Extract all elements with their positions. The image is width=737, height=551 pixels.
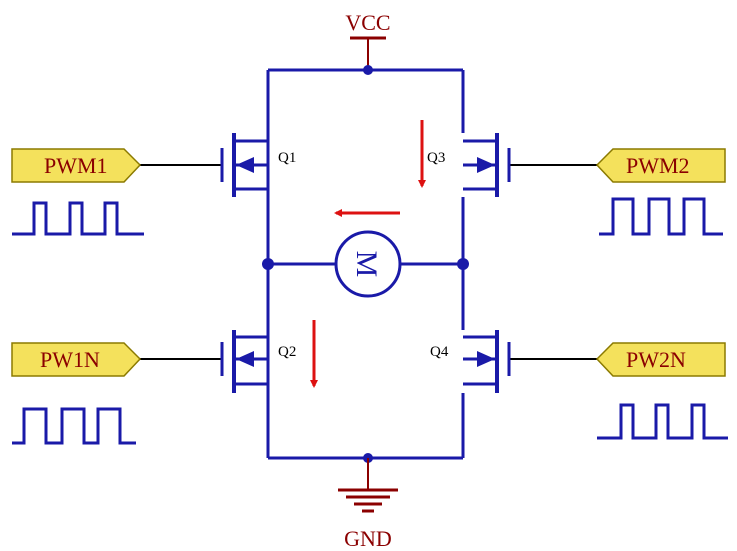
transistor-q2: Q2 — [140, 330, 296, 393]
transistor-q3: Q3 — [427, 133, 597, 197]
bottom-rail — [266, 393, 465, 463]
pw1n-label: PW1N — [40, 347, 100, 372]
transistor-q4: Q4 — [430, 330, 597, 393]
current-arrows — [310, 120, 426, 388]
gnd-symbol: GND — [338, 458, 398, 551]
vcc-label: VCC — [345, 10, 390, 35]
transistor-q1: Q1 — [140, 133, 296, 197]
waveforms — [12, 197, 728, 445]
top-rail — [266, 65, 465, 133]
tag-pwm2: PWM2 — [595, 148, 726, 183]
q4-label: Q4 — [430, 344, 449, 360]
tag-pwm1: PWM1 — [11, 148, 142, 183]
vcc-symbol: VCC — [345, 10, 391, 70]
pwm2-label: PWM2 — [626, 153, 690, 178]
waveform-pwm2 — [599, 197, 723, 236]
pwm1-label: PWM1 — [44, 153, 108, 178]
tag-pw2n: PW2N — [595, 342, 726, 377]
motor-label: M — [350, 251, 383, 278]
gnd-label: GND — [344, 526, 392, 551]
waveform-pw2n — [597, 403, 728, 440]
waveform-pw1n — [12, 407, 136, 445]
pw2n-label: PW2N — [626, 347, 686, 372]
q2-label: Q2 — [278, 344, 296, 360]
tag-pw1n: PW1N — [11, 342, 142, 377]
middle-wires — [262, 197, 469, 330]
waveform-pwm1 — [12, 201, 144, 236]
q3-label: Q3 — [427, 150, 445, 166]
motor: M — [334, 230, 402, 298]
q1-label: Q1 — [278, 150, 296, 166]
